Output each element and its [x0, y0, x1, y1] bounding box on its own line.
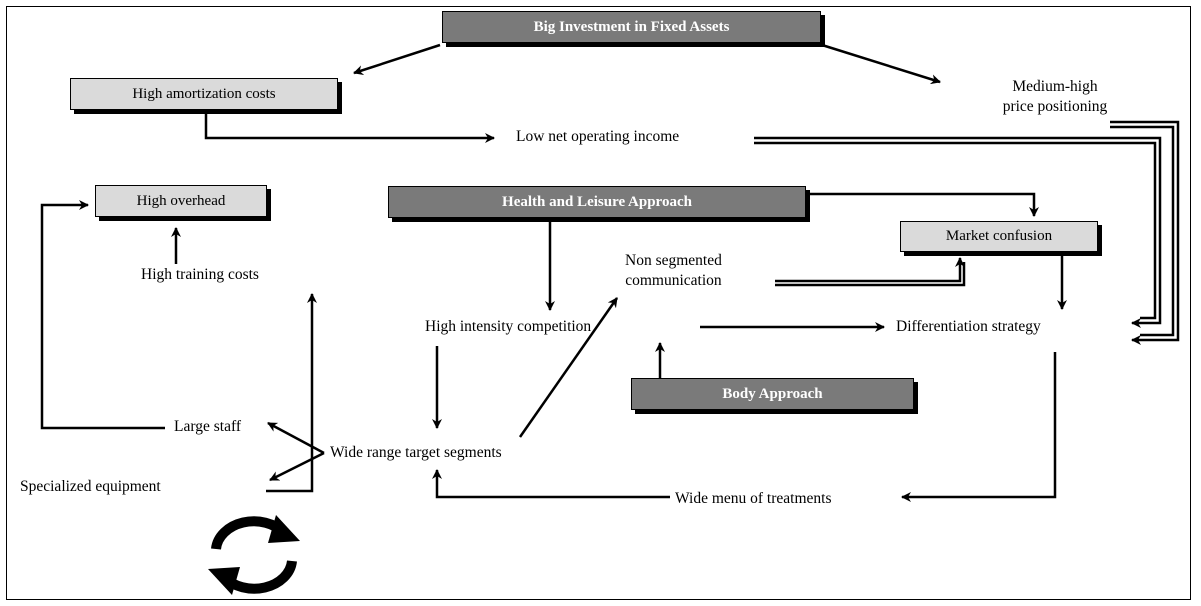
arrow-differentiation-to-menu [901, 352, 1057, 502]
box-health-leisure: Health and Leisure Approach [388, 186, 806, 218]
arrow-segments-to-staff [267, 421, 325, 455]
arrow-investment-to-price [821, 43, 941, 85]
label-specialized-equipment: Specialized equipment [20, 478, 161, 495]
arrow-segments-to-equipment [269, 451, 325, 482]
arrow-investment-to-amortization [353, 43, 441, 75]
arrow-staff-to-overhead [40, 200, 165, 430]
label-wide-range-segments: Wide range target segments [330, 444, 502, 461]
label-low-net-income: Low net operating income [516, 128, 680, 145]
label-medium-high-price: Medium-high price positioning [1002, 78, 1108, 115]
label-large-staff: Large staff [174, 418, 241, 435]
arrow-equipment-to-training [266, 293, 317, 493]
label-high-training-costs: High training costs [141, 266, 259, 283]
diagram-frame [6, 6, 1191, 600]
arrow-segments-to-noncomm [518, 297, 619, 438]
arrow-menu-to-segments [432, 469, 670, 499]
arrow-noncomm-to-confusion [775, 257, 965, 283]
box-big-investment: Big Investment in Fixed Assets [442, 11, 821, 43]
box-body-approach: Body Approach [631, 378, 914, 410]
box-high-amortization: High amortization costs [70, 78, 338, 110]
label-non-segmented-communication: Non segmented communication [625, 252, 722, 289]
arrow-income-to-differentiation-a [754, 136, 1162, 328]
box-high-overhead: High overhead [95, 185, 267, 217]
arrow-amortization-to-income [204, 112, 495, 143]
label-wide-menu-treatments: Wide menu of treatments [675, 490, 832, 507]
arrow-price-to-differentiation-a [1110, 120, 1180, 345]
circular-arrows-icon [208, 515, 300, 595]
arrow-health-to-confusion [806, 192, 1039, 217]
label-differentiation-strategy: Differentiation strategy [896, 318, 1041, 335]
label-high-intensity-competition: High intensity competition [425, 318, 592, 335]
box-market-confusion: Market confusion [900, 221, 1098, 252]
